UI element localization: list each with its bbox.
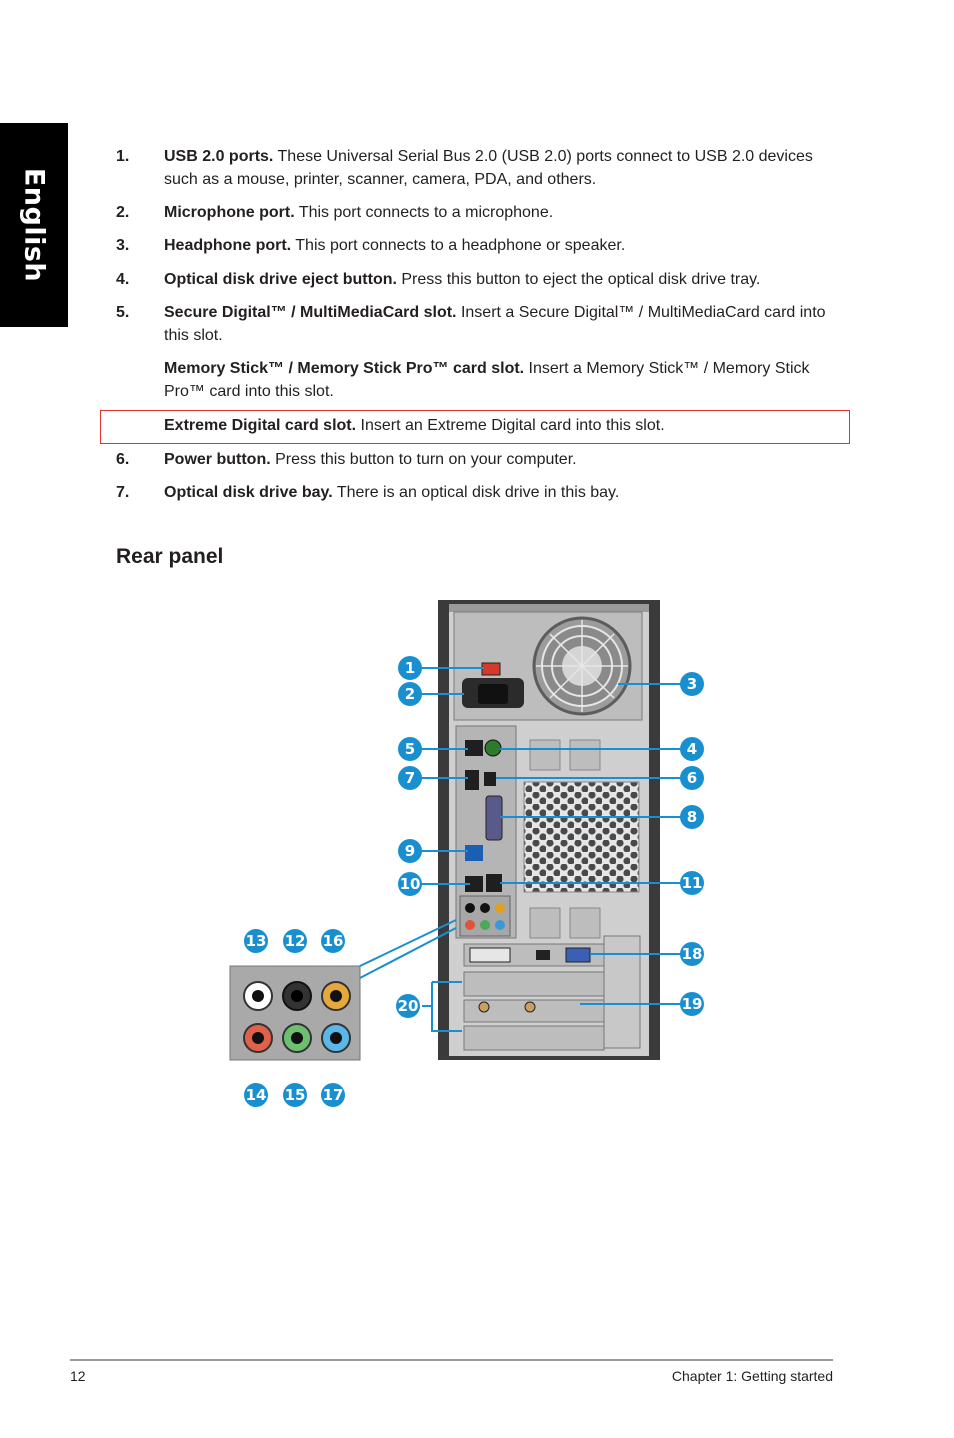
callouts: 1 2 3 4 5 6 7 8 9 10 11 12 13 14 15 16 1…	[244, 656, 704, 1107]
item-desc: Press this button to turn on your comput…	[270, 451, 577, 468]
svg-text:17: 17	[323, 1086, 344, 1104]
svg-text:14: 14	[246, 1086, 267, 1104]
item-number: 4.	[116, 271, 130, 288]
item-term: USB 2.0 ports.	[164, 148, 274, 165]
power-supply	[453, 611, 643, 721]
callout-14: 14	[244, 1083, 268, 1107]
svg-text:7: 7	[405, 769, 415, 787]
item-desc: Press this button to eject the optical d…	[396, 271, 761, 288]
chapter-title: Chapter 1: Getting started	[671, 1368, 833, 1384]
callout-3: 3	[680, 672, 704, 696]
language-tab: English	[0, 123, 68, 327]
callout-8: 8	[680, 805, 704, 829]
callout-7: 7	[398, 766, 422, 790]
item-term: Headphone port.	[164, 237, 292, 254]
callout-19: 19	[680, 992, 704, 1016]
callout-11: 11	[680, 871, 704, 895]
item-desc: These Universal Serial Bus 2.0 (USB 2.0)…	[164, 148, 813, 188]
item-desc: This port connects to a headphone or spe…	[291, 237, 626, 254]
footer-divider	[70, 1359, 833, 1361]
callout-2: 2	[398, 682, 422, 706]
callout-10: 10	[398, 872, 422, 896]
item-term: Memory Stick™ / Memory Stick Pro™ card s…	[164, 360, 525, 377]
section-title: Rear panel	[116, 545, 224, 568]
callout-18: 18	[680, 942, 704, 966]
svg-text:18: 18	[682, 945, 703, 963]
item-term: Extreme Digital card slot.	[164, 417, 357, 434]
svg-text:6: 6	[687, 769, 697, 787]
item-term: Power button.	[164, 451, 271, 468]
item-number: 1.	[116, 148, 130, 165]
io-shield	[455, 725, 517, 939]
item-desc: Insert a Secure Digital™ / MultiMediaCar…	[164, 304, 826, 344]
callout-17: 17	[321, 1083, 345, 1107]
svg-text:10: 10	[400, 875, 421, 893]
svg-text:4: 4	[687, 740, 697, 758]
svg-text:8: 8	[687, 808, 697, 826]
item-number: 5.	[116, 304, 130, 321]
svg-text:16: 16	[323, 932, 344, 950]
item-number: 7.	[116, 484, 130, 501]
callout-16: 16	[321, 929, 345, 953]
callout-1: 1	[398, 656, 422, 680]
svg-text:3: 3	[687, 675, 697, 693]
item-term: Secure Digital™ / MultiMediaCard slot.	[164, 304, 457, 321]
item-desc: Insert an Extreme Digital card into this…	[356, 417, 665, 434]
callout-20: 20	[396, 994, 420, 1018]
item-term: Optical disk drive bay.	[164, 484, 333, 501]
callout-6: 6	[680, 766, 704, 790]
slot-covers	[523, 739, 640, 939]
callout-4: 4	[680, 737, 704, 761]
svg-text:11: 11	[682, 874, 703, 892]
svg-text:12: 12	[285, 932, 306, 950]
svg-text:13: 13	[246, 932, 267, 950]
item-term: Microphone port.	[164, 204, 295, 221]
item-desc: Insert a Memory Stick™ / Memory Stick Pr…	[164, 360, 810, 400]
callout-12: 12	[283, 929, 307, 953]
callout-13: 13	[244, 929, 268, 953]
item-number: 2.	[116, 204, 130, 221]
item-number: 3.	[116, 237, 130, 254]
highlight-box	[100, 410, 850, 444]
item-desc: This port connects to a microphone.	[294, 204, 554, 221]
audio-panel-zoom	[229, 965, 361, 1061]
svg-text:2: 2	[405, 685, 415, 703]
callout-5: 5	[398, 737, 422, 761]
svg-text:9: 9	[405, 842, 415, 860]
svg-text:20: 20	[398, 997, 419, 1015]
callout-9: 9	[398, 839, 422, 863]
item-number: 6.	[116, 451, 130, 468]
item-desc: There is an optical disk drive in this b…	[332, 484, 620, 501]
callout-15: 15	[283, 1083, 307, 1107]
svg-text:15: 15	[285, 1086, 306, 1104]
leader-lines	[359, 667, 692, 1032]
svg-text:5: 5	[405, 740, 415, 758]
svg-text:1: 1	[405, 659, 415, 677]
page-number: 12	[70, 1368, 86, 1384]
item-term: Optical disk drive eject button.	[164, 271, 397, 288]
svg-text:19: 19	[682, 995, 703, 1013]
